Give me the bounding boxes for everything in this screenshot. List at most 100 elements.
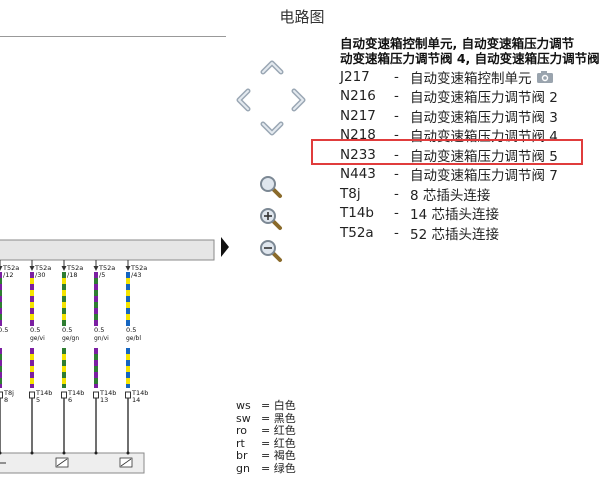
component-heading-line-2: 动变速箱压力调节阀 4, 自动变速箱压力调节阀 xyxy=(340,51,600,66)
valve-diagonal xyxy=(120,458,132,467)
component-desc: 自动变速箱控制单元 xyxy=(410,70,532,87)
component-dash: - xyxy=(394,166,399,183)
title-divider xyxy=(0,36,226,37)
legend-code: br xyxy=(236,449,248,463)
component-code: T14b xyxy=(340,205,374,222)
component-heading-line-1: 自动变速箱控制单元, 自动变速箱压力调节 xyxy=(340,36,575,51)
component-row-n443[interactable]: N443 - 自动变速箱压力调节阀 7 xyxy=(340,165,604,185)
zoom-out-icon[interactable] xyxy=(258,238,284,264)
plug-label: T14b xyxy=(35,389,52,397)
component-row-n233[interactable]: N233 - 自动变速箱压力调节阀 5 xyxy=(340,145,604,165)
component-row-j217[interactable]: J217 - 自动变速箱控制单元 xyxy=(340,67,604,87)
wire-gauge-label: 0.5 xyxy=(30,326,40,334)
legend-eq: = xyxy=(261,449,271,463)
pin-arrow xyxy=(93,266,99,271)
arrow-left-icon[interactable] xyxy=(234,88,252,112)
component-desc: 8 芯插头连接 xyxy=(410,187,491,204)
arrow-up-icon[interactable] xyxy=(260,58,284,76)
circuit-diagram[interactable]: T52a/120.5T8j8T52a/300.5ge/viT14b5T52a/1… xyxy=(0,236,218,485)
component-code: N216 xyxy=(340,88,376,105)
legend-row: gn= 绿色 xyxy=(236,461,296,476)
component-row-n217[interactable]: N217 - 自动变速箱压力调节阀 3 xyxy=(340,106,604,126)
magnifier-icon[interactable] xyxy=(258,174,284,200)
panel-toggle-icon[interactable] xyxy=(220,236,230,258)
wire-color-label: gn/vi xyxy=(94,335,109,342)
connector-pin-label: /12 xyxy=(3,271,13,279)
component-dash: - xyxy=(394,68,399,85)
component-dash: - xyxy=(394,107,399,124)
legend-row: sw= 黑色 xyxy=(236,411,296,426)
arrow-right-icon[interactable] xyxy=(290,88,308,112)
connector-pin-label: /18 xyxy=(67,271,77,279)
component-desc: 14 芯插头连接 xyxy=(410,207,499,224)
component-row-t8j[interactable]: T8j - 8 芯插头连接 xyxy=(340,184,604,204)
legend-name: 绿色 xyxy=(273,461,296,475)
page-title: 电路图 xyxy=(279,8,325,26)
component-code: T8j xyxy=(340,185,361,202)
wire-color-label: ge/gn xyxy=(62,335,79,342)
connector-label: T52a xyxy=(130,264,147,272)
wire-gauge-label: 0.5 xyxy=(0,326,8,334)
legend-code: ro xyxy=(236,424,248,438)
junction-dot xyxy=(94,451,98,455)
plug-pin-label: 5 xyxy=(36,396,40,404)
component-desc: 自动变速箱压力调节阀 4 xyxy=(410,129,558,146)
plug-label: T14b xyxy=(67,389,84,397)
legend-code: ws xyxy=(236,399,251,412)
component-row-t52a[interactable]: T52a - 52 芯插头连接 xyxy=(340,223,604,243)
component-code: N217 xyxy=(340,107,376,124)
component-row-t14b[interactable]: T14b - 14 芯插头连接 xyxy=(340,204,604,224)
legend-code: sw xyxy=(236,411,251,425)
plug-marker xyxy=(0,391,3,399)
wire-color-label: ge/bl xyxy=(126,335,141,342)
component-code: T52a xyxy=(340,224,374,241)
plug-marker xyxy=(29,391,35,399)
legend-name: 褐色 xyxy=(273,449,296,463)
component-desc: 自动变速箱压力调节阀 3 xyxy=(410,109,558,126)
arrow-down-icon[interactable] xyxy=(260,120,284,138)
connector-label: T52a xyxy=(98,264,115,272)
color-legend: ws= 白色 sw= 黑色 ro= 红色 rt= 红色 br= 褐色 gn= 绿… xyxy=(236,399,296,476)
component-desc: 自动变速箱压力调节阀 2 xyxy=(410,90,558,107)
wire-gauge-label: 0.5 xyxy=(62,326,72,334)
legend-name: 红色 xyxy=(273,424,296,438)
legend-eq: = xyxy=(261,436,271,450)
component-desc: 52 芯插头连接 xyxy=(410,226,499,243)
component-desc: 自动变速箱压力调节阀 5 xyxy=(410,148,558,165)
plug-pin-label: 13 xyxy=(100,396,108,404)
component-dash: - xyxy=(394,205,399,222)
component-dash: - xyxy=(394,127,399,144)
wire-color-label: ge/vi xyxy=(30,335,45,342)
wire-gauge-label: 0.5 xyxy=(126,326,136,334)
junction-dot xyxy=(62,451,66,455)
plug-pin-label: 6 xyxy=(68,396,72,404)
valve-diagonal xyxy=(56,458,68,467)
component-dash: - xyxy=(394,146,399,163)
pin-arrow xyxy=(61,266,67,271)
component-code: N443 xyxy=(340,166,376,183)
connector-label: T52a xyxy=(34,264,51,272)
legend-code: rt xyxy=(236,436,245,450)
plug-label: T8j xyxy=(3,389,14,397)
connector-pin-label: /30 xyxy=(35,271,45,279)
pin-arrow xyxy=(29,266,35,271)
connector-pin-label: /5 xyxy=(99,271,105,279)
legend-eq: = xyxy=(261,399,271,412)
plug-marker xyxy=(125,391,131,399)
legend-row: br = 褐色 xyxy=(236,450,296,463)
camera-icon[interactable] xyxy=(536,70,554,84)
connector-label: T52a xyxy=(66,264,83,272)
component-list: 自动变速箱控制单元, 自动变速箱压力调节 动变速箱压力调节阀 4, 自动变速箱压… xyxy=(340,36,604,243)
zoom-in-icon[interactable] xyxy=(258,206,284,232)
component-desc: 自动变速箱压力调节阀 7 xyxy=(410,168,558,185)
pin-arrow xyxy=(125,266,131,271)
valve-module-box xyxy=(0,452,145,474)
legend-row: rt= 红色 xyxy=(236,436,296,451)
component-code: N233 xyxy=(340,146,376,163)
plug-pin-label: 14 xyxy=(132,396,140,404)
junction-dot xyxy=(30,451,34,455)
legend-name: 黑色 xyxy=(273,411,296,425)
junction-dot xyxy=(0,451,2,455)
component-row-n216[interactable]: N216 - 自动变速箱压力调节阀 2 xyxy=(340,87,604,107)
plug-label: T14b xyxy=(99,389,116,397)
